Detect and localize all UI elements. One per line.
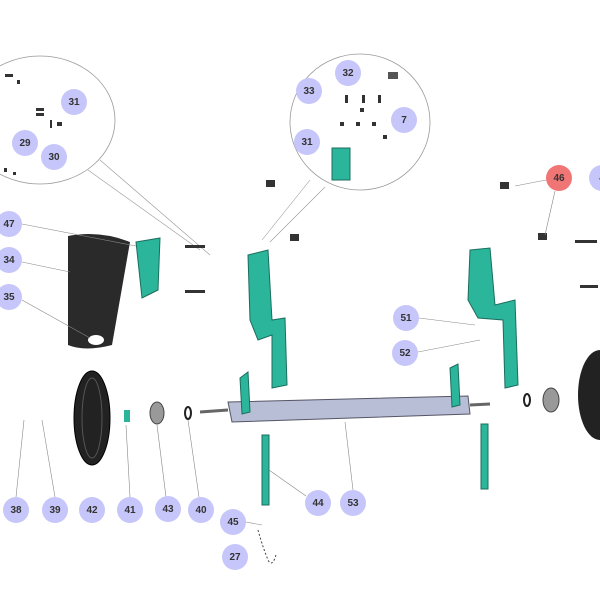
callout-47[interactable]: 47 — [0, 211, 22, 237]
frame-right — [467, 247, 519, 389]
callout-42[interactable]: 42 — [79, 497, 105, 523]
callout-38[interactable]: 38 — [3, 497, 29, 523]
callout-35[interactable]: 35 — [0, 284, 22, 310]
callout-29[interactable]: 29 — [12, 130, 38, 156]
detail-bubble-left — [0, 55, 116, 185]
callout-53[interactable]: 53 — [340, 490, 366, 516]
callout-34[interactable]: 34 — [0, 247, 22, 273]
frame-left — [247, 249, 288, 389]
callout-45[interactable]: 45 — [220, 509, 246, 535]
callout-40[interactable]: 40 — [188, 497, 214, 523]
callout-31[interactable]: 31 — [61, 89, 87, 115]
callout-30[interactable]: 30 — [41, 144, 67, 170]
callout-41[interactable]: 41 — [117, 497, 143, 523]
fender — [68, 234, 130, 349]
callout-39[interactable]: 39 — [42, 497, 68, 523]
wheel-right — [578, 350, 600, 440]
callout-52[interactable]: 52 — [392, 340, 418, 366]
callout-43[interactable]: 43 — [155, 496, 181, 522]
callout-32[interactable]: 32 — [335, 60, 361, 86]
axle — [227, 395, 471, 423]
detail-bubble-top — [289, 53, 431, 191]
callout-33[interactable]: 33 — [296, 78, 322, 104]
callout-27[interactable]: 27 — [222, 544, 248, 570]
callout-46-highlighted[interactable]: 46 — [546, 165, 572, 191]
callout-31-top[interactable]: 31 — [294, 129, 320, 155]
wheel-left — [73, 370, 111, 466]
callout-7[interactable]: 7 — [391, 107, 417, 133]
callout-51[interactable]: 51 — [393, 305, 419, 331]
callout-44[interactable]: 44 — [305, 490, 331, 516]
